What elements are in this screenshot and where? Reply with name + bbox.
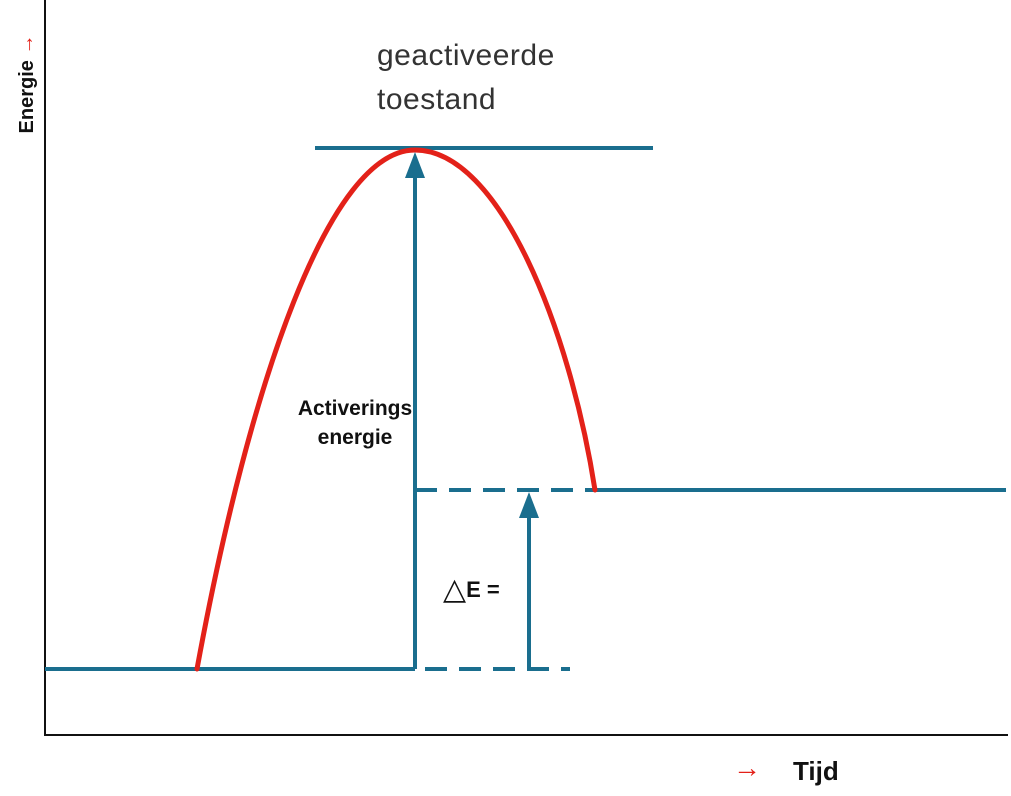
y-axis-label-text: Energie: [16, 60, 38, 134]
delta-e-label: △E =: [443, 572, 500, 607]
activation-energy-arrowhead: [405, 152, 425, 178]
y-axis-arrow-icon: →: [16, 34, 38, 55]
activated-state-label: geactiveerde toestand: [377, 34, 555, 122]
activation-energy-line1: Activerings: [297, 397, 413, 420]
activated-state-line1: geactiveerde: [377, 39, 555, 72]
activation-energy-line2: energie: [317, 426, 393, 449]
delta-e-arrowhead: [519, 492, 539, 518]
x-axis-label: Tijd: [793, 756, 839, 786]
reaction-curve: [194, 147, 598, 672]
delta-e-text: E =: [466, 577, 500, 602]
activation-energy-label: Activerings energie: [280, 394, 430, 452]
x-axis-arrow-icon: →: [733, 752, 761, 783]
activated-state-line2: toestand: [377, 83, 497, 116]
y-axis-label: Energie →: [16, 24, 44, 144]
delta-icon: △: [443, 573, 467, 606]
